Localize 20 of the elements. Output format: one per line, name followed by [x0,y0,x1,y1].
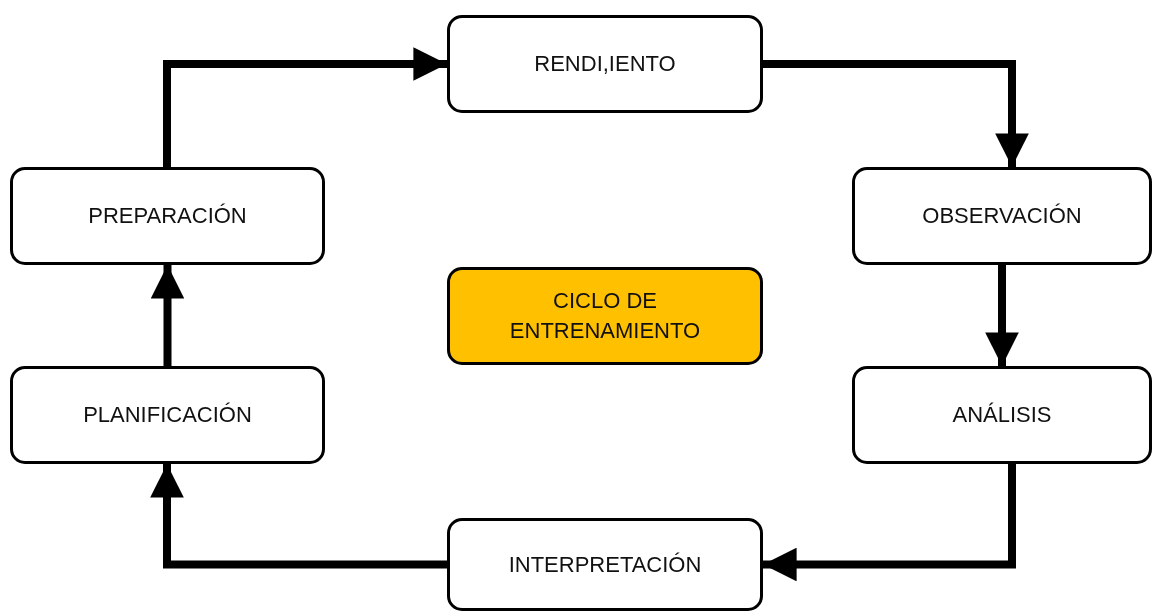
arrow [163,47,447,167]
box-label: ANÁLISIS [952,401,1052,430]
process-box [447,518,763,611]
process-box [10,366,325,464]
box-label: PREPARACIÓN [88,202,247,231]
arrow [763,464,1016,582]
box-label: OBSERVACIÓN [922,202,1082,231]
process-box [447,15,763,113]
arrow [150,265,185,366]
box-label: INTERPRETACIÓN [508,550,702,579]
arrow [985,265,1019,366]
box-label: CICLO DE ENTRENAMIENTO [508,287,702,345]
process-box [852,366,1152,464]
arrow [763,60,1029,167]
process-box [852,167,1152,265]
box-label: RENDI,IENTO [534,50,676,79]
title-box [447,267,763,365]
process-box [10,167,325,265]
box-label: PLANIFICACIÓN [83,401,252,430]
arrow [150,464,447,569]
